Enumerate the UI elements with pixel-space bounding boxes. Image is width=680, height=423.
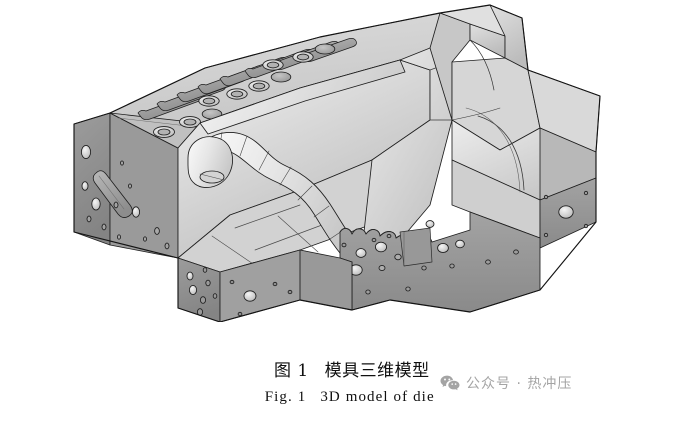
right-face-holes — [543, 190, 589, 238]
watermark: 公众号 · 热冲压 — [440, 373, 572, 393]
front-face-hole-group — [341, 220, 519, 295]
figure-image — [73, 4, 601, 322]
right-end-face — [539, 127, 597, 249]
figure-caption-english-label: Fig. 1 — [264, 389, 307, 405]
model-outline — [73, 4, 601, 322]
front-lower-face — [339, 211, 541, 313]
wechat-icon — [440, 375, 460, 392]
left-end-face — [73, 112, 179, 259]
forming-cavity-surface — [177, 59, 431, 273]
figure-caption-chinese: 图 1 模具三维模型 — [0, 336, 680, 401]
figure-caption-chinese-label: 图 1 — [273, 361, 309, 381]
figure-caption-english-text: 3D model of die — [320, 389, 435, 405]
left-face-slot — [92, 170, 133, 218]
center-web — [299, 249, 353, 311]
left-face-bolt-holes — [80, 144, 170, 250]
figure-caption-chinese-text: 模具三维模型 — [324, 361, 430, 381]
figure-caption-english: Fig. 1 3D model of die — [0, 372, 680, 423]
watermark-text: 公众号 · 热冲压 — [466, 376, 573, 392]
die-3d-model-illustration — [73, 4, 601, 322]
